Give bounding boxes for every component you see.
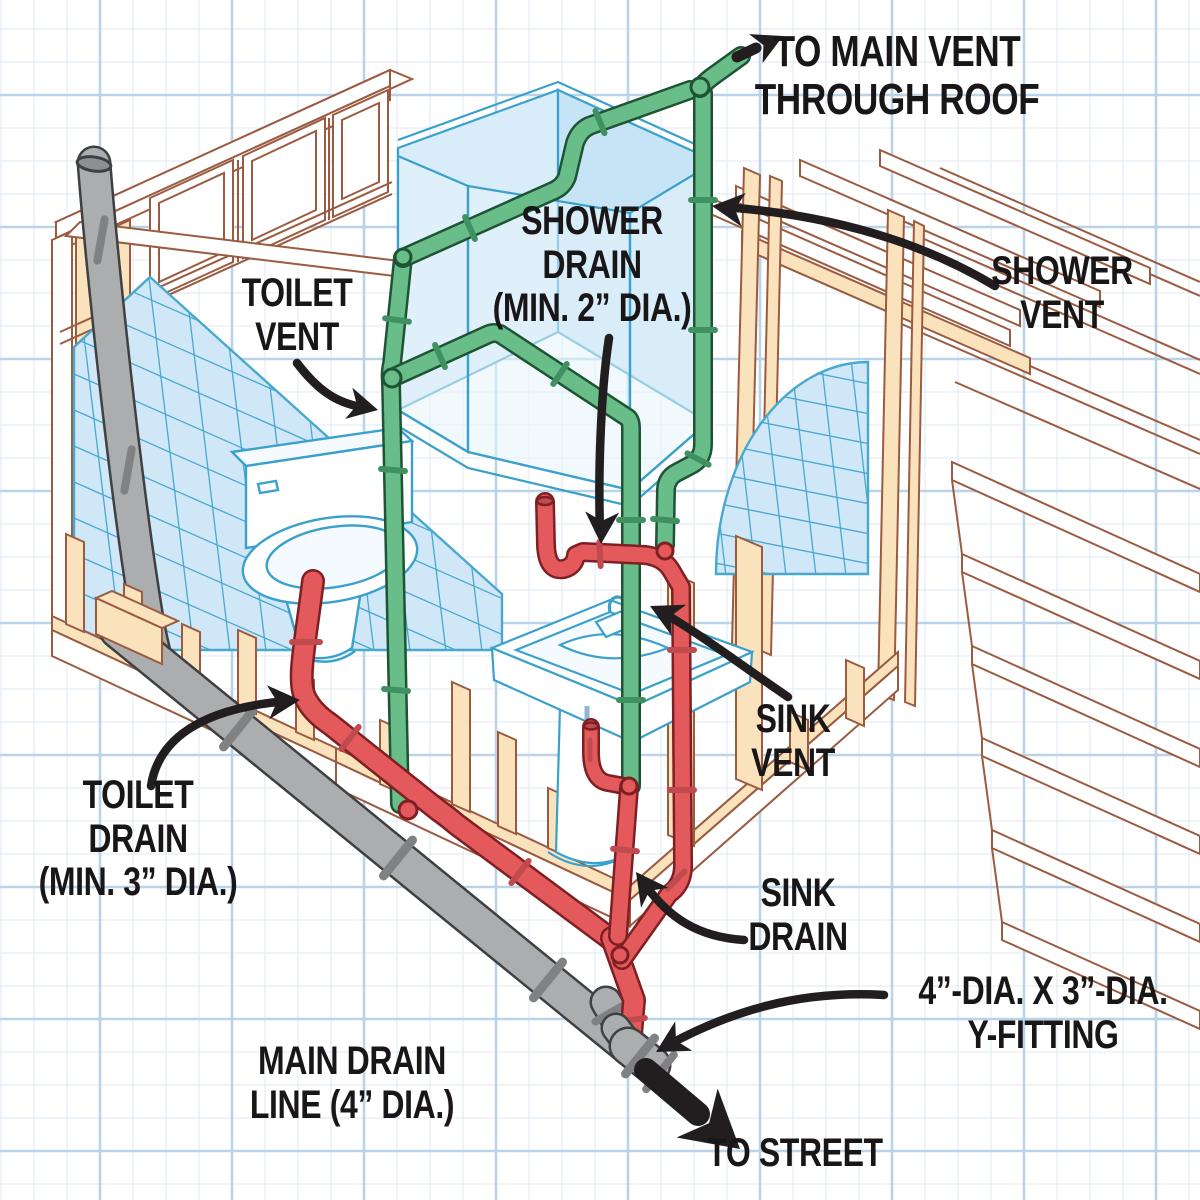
label-toilet-drain: TOILET DRAIN (MIN. 3” DIA.) [38, 773, 238, 905]
label-y-fitting: 4”-DIA. X 3”-DIA. Y-FITTING [918, 969, 1168, 1057]
label-sink-drain: SINK DRAIN [748, 871, 848, 959]
label-shower-drain: SHOWER DRAIN (MIN. 2” DIA.) [492, 199, 692, 331]
label-main-drain: MAIN DRAIN LINE (4” DIA.) [249, 1039, 455, 1127]
label-toilet-vent: TOILET VENT [241, 271, 353, 359]
toilet [229, 426, 419, 663]
label-shower-vent: SHOWER VENT [991, 249, 1133, 337]
label-sink-vent: SINK VENT [751, 697, 835, 785]
drain-pipes [289, 492, 697, 1058]
stairs [951, 460, 1200, 1031]
label-to-main-vent: TO MAIN VENT THROUGH ROOF [754, 27, 1040, 124]
label-to-street: TO STREET [707, 1131, 883, 1175]
annotation-arrows [146, 34, 1000, 1149]
right-wall-framing [705, 148, 1200, 708]
vent-pipes [378, 46, 751, 814]
corner-block [93, 589, 181, 666]
